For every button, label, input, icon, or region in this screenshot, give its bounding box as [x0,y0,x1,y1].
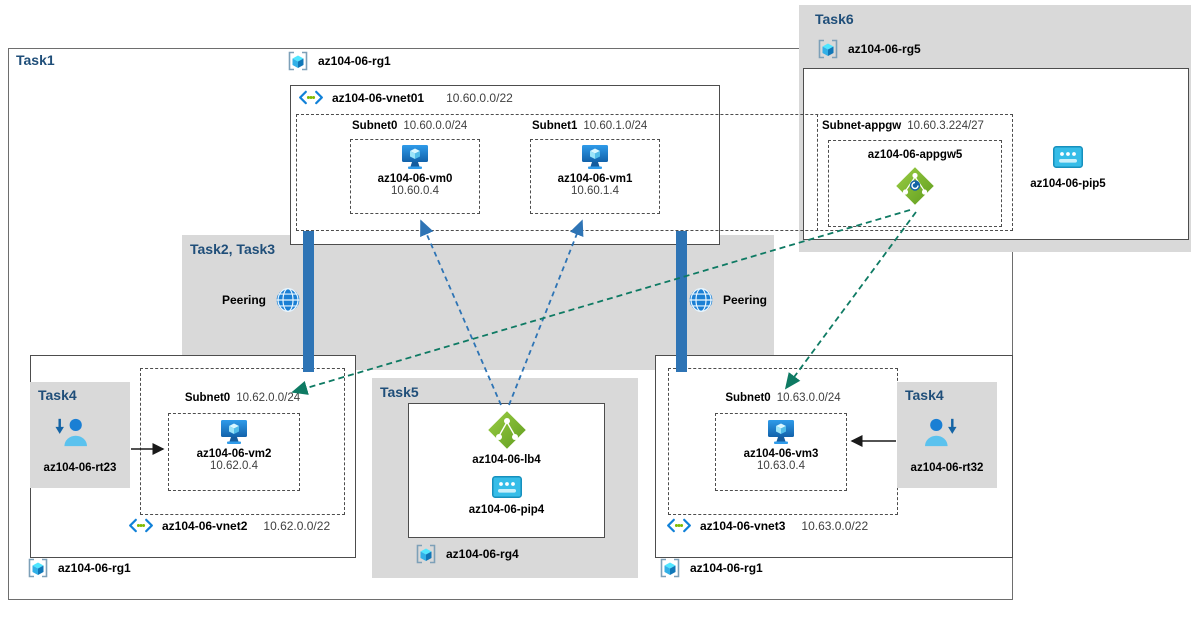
vm1-name: az104-06-vm1 [557,173,633,185]
vm-icon [767,419,795,445]
rg1-bottom-left-name: az104-06-rg1 [58,561,131,575]
resource-group-icon [816,37,840,61]
peering-left: Peering [222,287,301,313]
resource-group-icon [26,556,50,580]
rt32-name: az104-06-rt32 [910,462,984,474]
rg1-top-header: az104-06-rg1 [286,49,391,73]
vnet2-footer: az104-06-vnet2 10.62.0.0/22 [128,517,330,534]
pip5-name: az104-06-pip5 [1030,178,1106,190]
task23-label: Task2, Task3 [190,241,276,257]
vnet3-name: az104-06-vnet3 [700,518,786,533]
task5-label: Task5 [380,384,419,400]
vnet01-cidr: 10.60.0.0/22 [446,90,513,105]
public-ip-icon [1053,146,1083,168]
rg1-bottom-left: az104-06-rg1 [26,556,131,580]
peering-right-label: Peering [723,293,768,307]
vnet-icon [128,517,154,534]
appgw-box: az104-06-appgw5 [828,140,1002,227]
subnet0-label: Subnet0 10.60.0.0/24 [352,120,468,132]
vm2-box: az104-06-vm2 10.62.0.4 [168,413,300,491]
vm1-ip: 10.60.1.4 [571,185,619,197]
task1-label: Task1 [16,52,55,68]
vm0-name: az104-06-vm0 [377,173,453,185]
vm-icon [220,419,248,445]
lb4-name: az104-06-lb4 [472,454,541,466]
rt23-name: az104-06-rt23 [43,462,117,474]
task4-left-region [30,382,130,488]
vm3-name: az104-06-vm3 [743,448,819,460]
vnet3-footer: az104-06-vnet3 10.63.0.0/22 [666,517,868,534]
task4-right-region [897,382,997,488]
pip5-group: az104-06-pip5 [1020,146,1116,190]
rg1-top-name: az104-06-rg1 [318,54,391,68]
rg1-bottom-right-name: az104-06-rg1 [690,561,763,575]
task1-region [8,48,1013,600]
vnet-peering-link-right [676,231,687,372]
rg4-name: az104-06-rg4 [446,547,519,561]
vnet2-name: az104-06-vnet2 [162,518,248,533]
vm0-box: az104-06-vm0 10.60.0.4 [350,139,480,214]
vnet3-cidr: 10.63.0.0/22 [801,518,869,533]
rg5-name: az104-06-rg5 [848,42,921,56]
subnet1-label: Subnet1 10.60.1.0/24 [532,120,648,132]
vnet3-subnet0-label: Subnet0 10.63.0.0/24 [725,392,841,404]
task4-right-label: Task4 [905,387,944,403]
vm3-ip: 10.63.0.4 [757,460,805,472]
lb-box: az104-06-lb4 az104-06-pip4 [408,403,605,538]
app-gateway-icon [894,165,936,207]
resource-group-icon [414,542,438,566]
subnet-appgw-divider [817,114,818,231]
vm0-ip: 10.60.0.4 [391,185,439,197]
peering-left-label: Peering [222,293,267,307]
vnet2-cidr: 10.62.0.0/22 [263,518,331,533]
globe-icon [275,287,301,313]
vnet-peering-link-left [303,231,314,372]
vm3-box: az104-06-vm3 10.63.0.4 [715,413,847,491]
vnet01-header: az104-06-vnet01 10.60.0.0/22 [298,89,513,106]
vnet-icon [298,89,324,106]
vm1-box: az104-06-vm1 10.60.1.4 [530,139,660,214]
subnet-appgw-label: Subnet-appgw 10.60.3.224/27 [822,120,984,132]
resource-group-icon [658,556,682,580]
task6-label: Task6 [815,11,854,27]
rg1-bottom-right: az104-06-rg1 [658,556,763,580]
vm2-ip: 10.62.0.4 [210,460,258,472]
load-balancer-icon [486,409,528,451]
vnet01-name: az104-06-vnet01 [332,90,425,105]
vm-icon [401,144,429,170]
vm-icon [581,144,609,170]
vnet2-subnet0-region [140,368,345,515]
pip4-name: az104-06-pip4 [468,504,545,516]
peering-right: Peering [688,287,767,313]
resource-group-icon [286,49,310,73]
user-route-icon [922,416,960,448]
task4-left-label: Task4 [38,387,77,403]
vnet-icon [666,517,692,534]
rg4-footer: az104-06-rg4 [414,542,519,566]
vnet2-subnet0-label: Subnet0 10.62.0.0/24 [184,392,301,404]
user-route-icon [52,416,90,448]
appgw-name: az104-06-appgw5 [867,149,963,161]
rg5-header: az104-06-rg5 [816,37,921,61]
public-ip-icon [492,476,522,498]
globe-icon [688,287,714,313]
vm2-name: az104-06-vm2 [196,448,272,460]
